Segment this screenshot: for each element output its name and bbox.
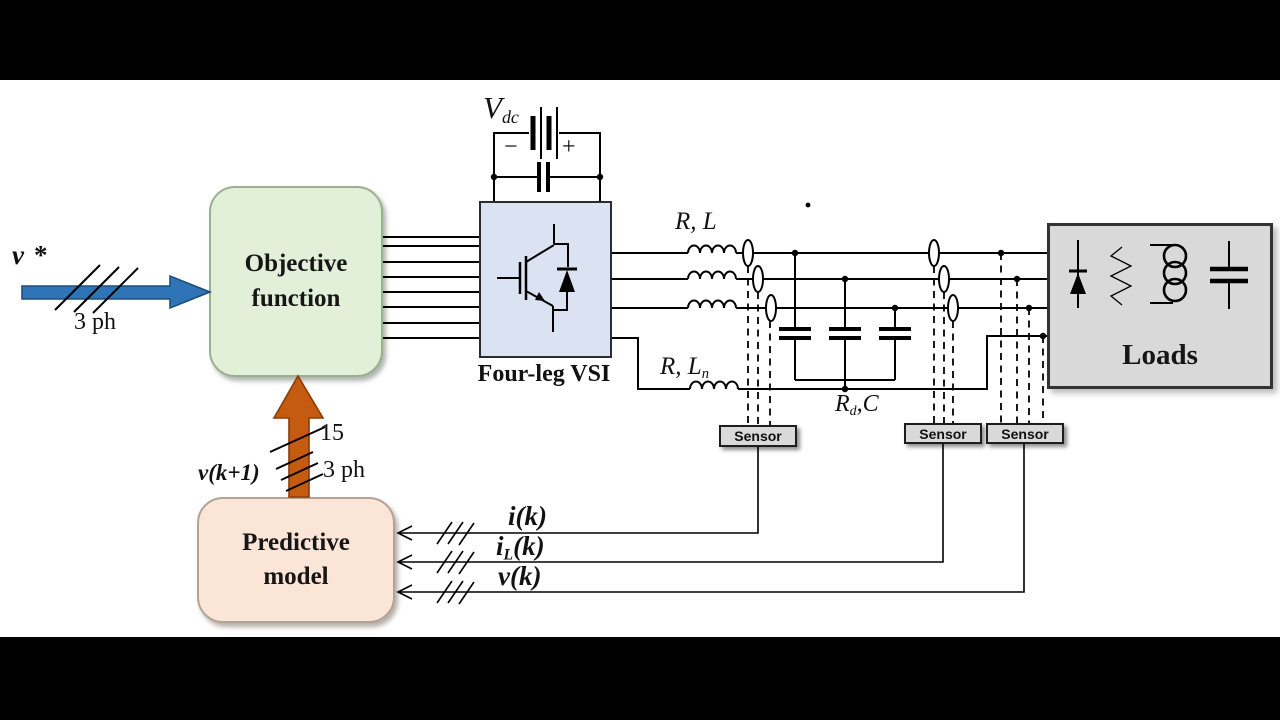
capacitor-voltage-label: v(k) [498, 561, 542, 591]
three-phase-label-left: 3 ph [74, 309, 116, 335]
vsi-caption: Four-leg VSI [477, 361, 611, 387]
inverter-current-label: i(k) [508, 501, 547, 531]
gate-count-label: 15 [320, 420, 344, 446]
prediction-arrow [269, 374, 326, 498]
neutral-inductor-label: R, Ln [660, 353, 709, 383]
inductor-coil-icon [1150, 243, 1188, 304]
sensor-tap-lines [747, 253, 1044, 425]
load-current-label: iL(k) [496, 531, 545, 564]
junction-dots [791, 202, 1047, 393]
diode-icon [1069, 240, 1087, 308]
vdc-label: Vdc [483, 90, 519, 128]
reference-slash-marks [54, 264, 139, 314]
line-inductor-label: R, L [675, 208, 717, 235]
current-transducer-icons [742, 239, 959, 322]
predictive-model-line1: Predictive [242, 528, 350, 556]
loads-label: Loads [1122, 339, 1198, 371]
objective-function-block: Objective function [209, 186, 383, 377]
sensor-2-label: Sensor [919, 425, 967, 442]
sensor-box-inverter-current: Sensor [719, 425, 797, 447]
objective-function-line2: function [251, 284, 341, 312]
letterbox-bottom [0, 637, 1280, 720]
dc-link-battery-icon [490, 107, 604, 201]
filter-capacitors [779, 253, 911, 389]
loads-block: Loads [1047, 223, 1273, 389]
gate-signal-lines [383, 236, 479, 339]
predictive-model-line2: model [263, 563, 329, 590]
feedback-lines [396, 444, 1025, 605]
damping-capacitor-label: Rd,C [835, 391, 879, 419]
reference-voltage-label: v* [12, 240, 48, 270]
objective-function-line1: Objective [244, 250, 348, 277]
stray-dot [805, 202, 811, 208]
predictive-model-block: Predictive model [197, 497, 395, 623]
sensor-3-label: Sensor [1001, 425, 1049, 442]
letterbox-top [0, 0, 1280, 80]
four-leg-vsi-block [479, 201, 612, 358]
reference-arrow [21, 264, 213, 314]
predicted-voltage-label: v(k+1) [198, 460, 260, 485]
capacitor-icon [1210, 241, 1248, 309]
sensor-1-label: Sensor [734, 428, 782, 444]
sensor-box-voltage: Sensor [986, 423, 1064, 444]
three-phase-label-mid: 3 ph [323, 457, 365, 483]
feedback-slash-marks [436, 521, 475, 605]
resistor-icon [1109, 246, 1133, 306]
igbt-symbol-icon [497, 224, 577, 332]
battery-minus-label: − [504, 134, 518, 160]
loads-symbols [1069, 240, 1248, 309]
sensor-box-load-current: Sensor [904, 423, 982, 444]
battery-plus-label: + [562, 134, 576, 160]
phase-lines [612, 244, 1047, 390]
prediction-slash-marks [269, 426, 326, 492]
